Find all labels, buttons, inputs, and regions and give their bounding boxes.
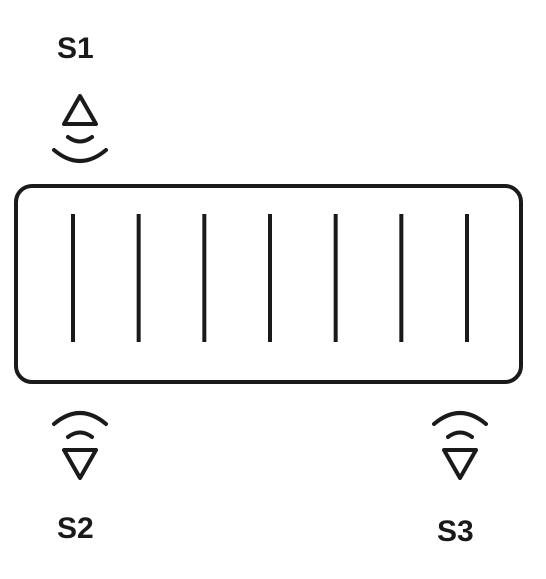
panel-slots: [71, 214, 469, 342]
triangle-up-icon: [62, 94, 98, 126]
wave-outer-icon: [432, 411, 488, 426]
main-panel: [14, 184, 523, 384]
wave-inner-icon: [446, 430, 474, 439]
wave-triangle-down-icon: [432, 411, 488, 480]
sensor-s3-label: S3: [437, 515, 474, 548]
wave-outer-icon: [52, 411, 108, 426]
wave-triangle-down-icon: [52, 411, 108, 480]
panel-frame: [14, 184, 523, 384]
triangle-down-icon: [62, 448, 98, 480]
sensor-s2-label: S2: [57, 512, 94, 545]
sensor-s1: S1: [52, 32, 108, 163]
wave-outer-icon: [52, 148, 108, 163]
triangle-down-icon: [442, 448, 478, 480]
sensor-s3: S3: [432, 411, 488, 548]
triangle-up-wave-icon: [52, 94, 108, 163]
sensor-s1-label: S1: [57, 32, 94, 65]
sensor-s2: S2: [52, 411, 108, 545]
wave-inner-icon: [66, 135, 94, 144]
wave-inner-icon: [66, 430, 94, 439]
